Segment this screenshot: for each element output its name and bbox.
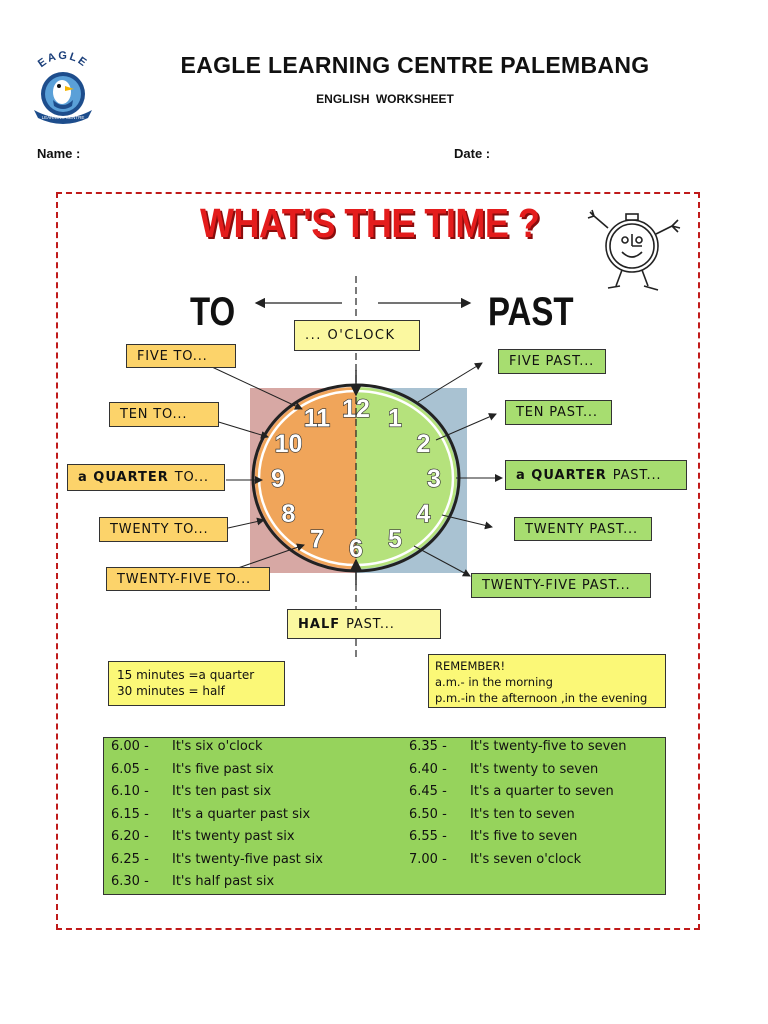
date-label: Date : [454,146,491,161]
box-twenty-to-label: TWENTY TO... [110,522,209,537]
example-time: 6.10 - [111,784,149,799]
example-time: 6.20 - [111,829,149,844]
example-time: 6.30 - [111,874,149,889]
example-phrase: It's five to seven [470,829,578,844]
school-name: EAGLE LEARNING CENTRE PALEMBANG [180,52,650,78]
example-phrase: It's seven o'clock [470,851,582,867]
example-time: 6.25 - [111,851,149,867]
note-minutes: 15 minutes =a quarter 30 minutes = half [108,661,285,706]
box-quarter-past: a QUARTER PAST... [505,460,687,490]
example-time: 7.00 - [409,851,447,867]
half-past-bold: HALF [298,616,341,632]
example-time: 6.40 - [409,761,447,777]
past-label: PAST [488,289,574,334]
box-quarter-past-bold: a QUARTER [516,467,607,483]
name-label: Name : [37,146,81,161]
example-phrase: It's ten to seven [470,806,575,822]
example-time: 6.45 - [409,784,447,799]
box-ten-past-label: TEN PAST... [516,405,598,420]
box-five-past: FIVE PAST... [498,349,606,374]
example-phrase: It's twenty-five to seven [470,739,627,754]
example-phrase: It's twenty past six [172,829,295,844]
half-past-box: HALF PAST... [287,609,441,639]
svg-text:EAGLE: EAGLE [36,50,90,70]
box-ten-past: TEN PAST... [505,400,612,425]
example-time: 6.50 - [409,806,447,822]
box-twenty-five-past: TWENTY-FIVE PAST... [471,573,651,598]
note-line: 15 minutes =a quarter [117,668,255,682]
box-five-to: FIVE TO... [126,344,236,368]
poster-frame [56,192,700,930]
box-ten-to-label: TEN TO... [120,407,188,422]
note-line: a.m.- in the morning [435,675,553,689]
eagle-logo: EAGLE LEARNING CENTRE [34,50,92,124]
poster-title: WHAT'S THE TIME ? [200,200,540,246]
example-phrase: It's twenty-five past six [172,851,323,867]
half-past-rest: PAST... [346,616,395,632]
example-phrase: It's six o'clock [172,739,263,754]
cartoon-clock-icon [587,209,681,291]
box-twenty-five-to: TWENTY-FIVE TO... [106,567,270,591]
example-phrase: It's ten past six [172,784,272,799]
example-time: 6.05 - [111,761,149,777]
note-line: p.m.-in the afternoon ,in the evening [435,691,648,705]
box-quarter-to-label: TO... [174,470,209,485]
box-twenty-to: TWENTY TO... [99,517,228,542]
oclock-label: ... O'CLOCK [305,328,396,343]
note-remember: REMEMBER! a.m.- in the morning p.m.-in t… [428,654,666,708]
box-five-to-label: FIVE TO... [137,348,208,364]
note-line: 30 minutes = half [117,684,225,698]
logo-text-bottom: LEARNING CENTRE [42,115,85,120]
note-line: REMEMBER! [435,659,506,673]
box-twenty-past-label: TWENTY PAST... [525,521,638,537]
box-quarter-past-label: PAST... [612,467,662,483]
to-label: TO [190,289,236,334]
box-twenty-five-past-label: TWENTY-FIVE PAST... [482,578,631,593]
example-phrase: It's five past six [172,761,274,777]
box-quarter-to-bold: a QUARTER [78,470,169,485]
box-five-past-label: FIVE PAST... [509,354,595,369]
example-phrase: It's half past six [172,874,275,889]
box-twenty-five-to-label: TWENTY-FIVE TO... [117,571,251,587]
example-time: 6.55 - [409,829,447,844]
box-twenty-past: TWENTY PAST... [514,517,652,541]
box-quarter-to: a QUARTER TO... [67,464,225,491]
example-phrase: It's a quarter to seven [470,784,614,799]
example-phrase: It's twenty to seven [470,761,599,777]
example-phrase: It's a quarter past six [172,806,311,822]
worksheet-title: ENGLISH WORKSHEET [316,92,454,106]
oclock-box: ... O'CLOCK [294,320,420,351]
time-examples-table: 6.00 - It's six o'clock 6.05 - It's five pa… [103,737,666,895]
example-time: 6.15 - [111,806,149,822]
box-ten-to: TEN TO... [109,402,219,427]
example-time: 6.00 - [111,739,149,754]
logo-text-top: EAGLE [36,50,88,70]
example-time: 6.35 - [409,739,447,754]
